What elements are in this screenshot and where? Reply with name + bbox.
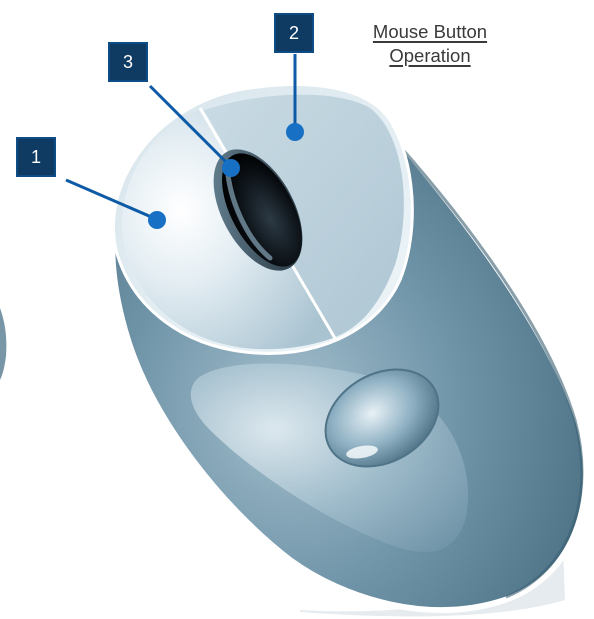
callout-1-dot: [148, 211, 166, 229]
callout-scroll-wheel: 3: [108, 42, 148, 82]
title-line-1: Mouse Button: [332, 20, 528, 44]
callout-right-button: 2: [274, 13, 314, 53]
callout-2-dot: [286, 123, 304, 141]
callout-left-button: 1: [16, 137, 56, 177]
diagram-title: Mouse Button Operation: [332, 20, 528, 68]
callout-3-dot: [222, 159, 240, 177]
partial-object-left: [0, 308, 6, 380]
title-line-2: Operation: [332, 44, 528, 68]
